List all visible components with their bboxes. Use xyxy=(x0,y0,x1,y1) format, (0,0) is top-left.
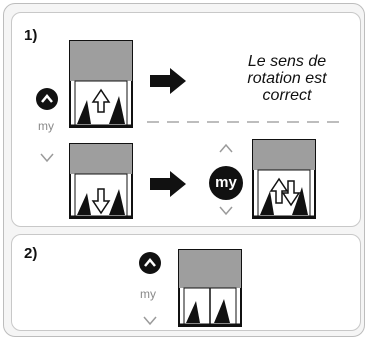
chevron-down-icon[interactable] xyxy=(40,153,54,163)
window-blind-icon xyxy=(69,143,133,219)
arrow-right-icon xyxy=(150,171,186,197)
chevron-down-icon[interactable] xyxy=(143,316,157,326)
caption-line-3: correct xyxy=(262,87,312,104)
arrow-down-icon xyxy=(91,188,111,215)
my-button-label: my xyxy=(215,174,237,191)
chevron-up-icon[interactable] xyxy=(219,143,233,153)
step-1-label: 1) xyxy=(24,27,38,44)
my-button-icon[interactable]: my xyxy=(209,166,243,200)
caption-line-2: rotation est xyxy=(247,70,327,87)
divider-dashed xyxy=(147,121,347,123)
step-2-label: 2) xyxy=(24,245,38,262)
my-label[interactable]: my xyxy=(38,119,54,133)
chevron-down-icon[interactable] xyxy=(219,206,233,216)
arrow-right-icon xyxy=(150,68,186,94)
window-blind-icon xyxy=(178,249,242,327)
result-caption: Le sens de rotation est correct xyxy=(222,53,352,104)
step-1-panel: 1) Le sens de rotation est correct my xyxy=(11,12,361,227)
chevron-up-filled-icon[interactable] xyxy=(139,252,161,274)
chevron-up-filled-icon[interactable] xyxy=(36,88,58,110)
caption-line-1: Le sens de xyxy=(247,53,327,70)
my-label[interactable]: my xyxy=(140,287,156,301)
window-blind-icon xyxy=(69,40,133,128)
arrow-up-icon xyxy=(91,88,111,113)
step-2-panel: 2) my xyxy=(11,234,361,331)
window-blind-icon xyxy=(252,139,316,219)
arrow-up-down-icon xyxy=(269,177,301,207)
